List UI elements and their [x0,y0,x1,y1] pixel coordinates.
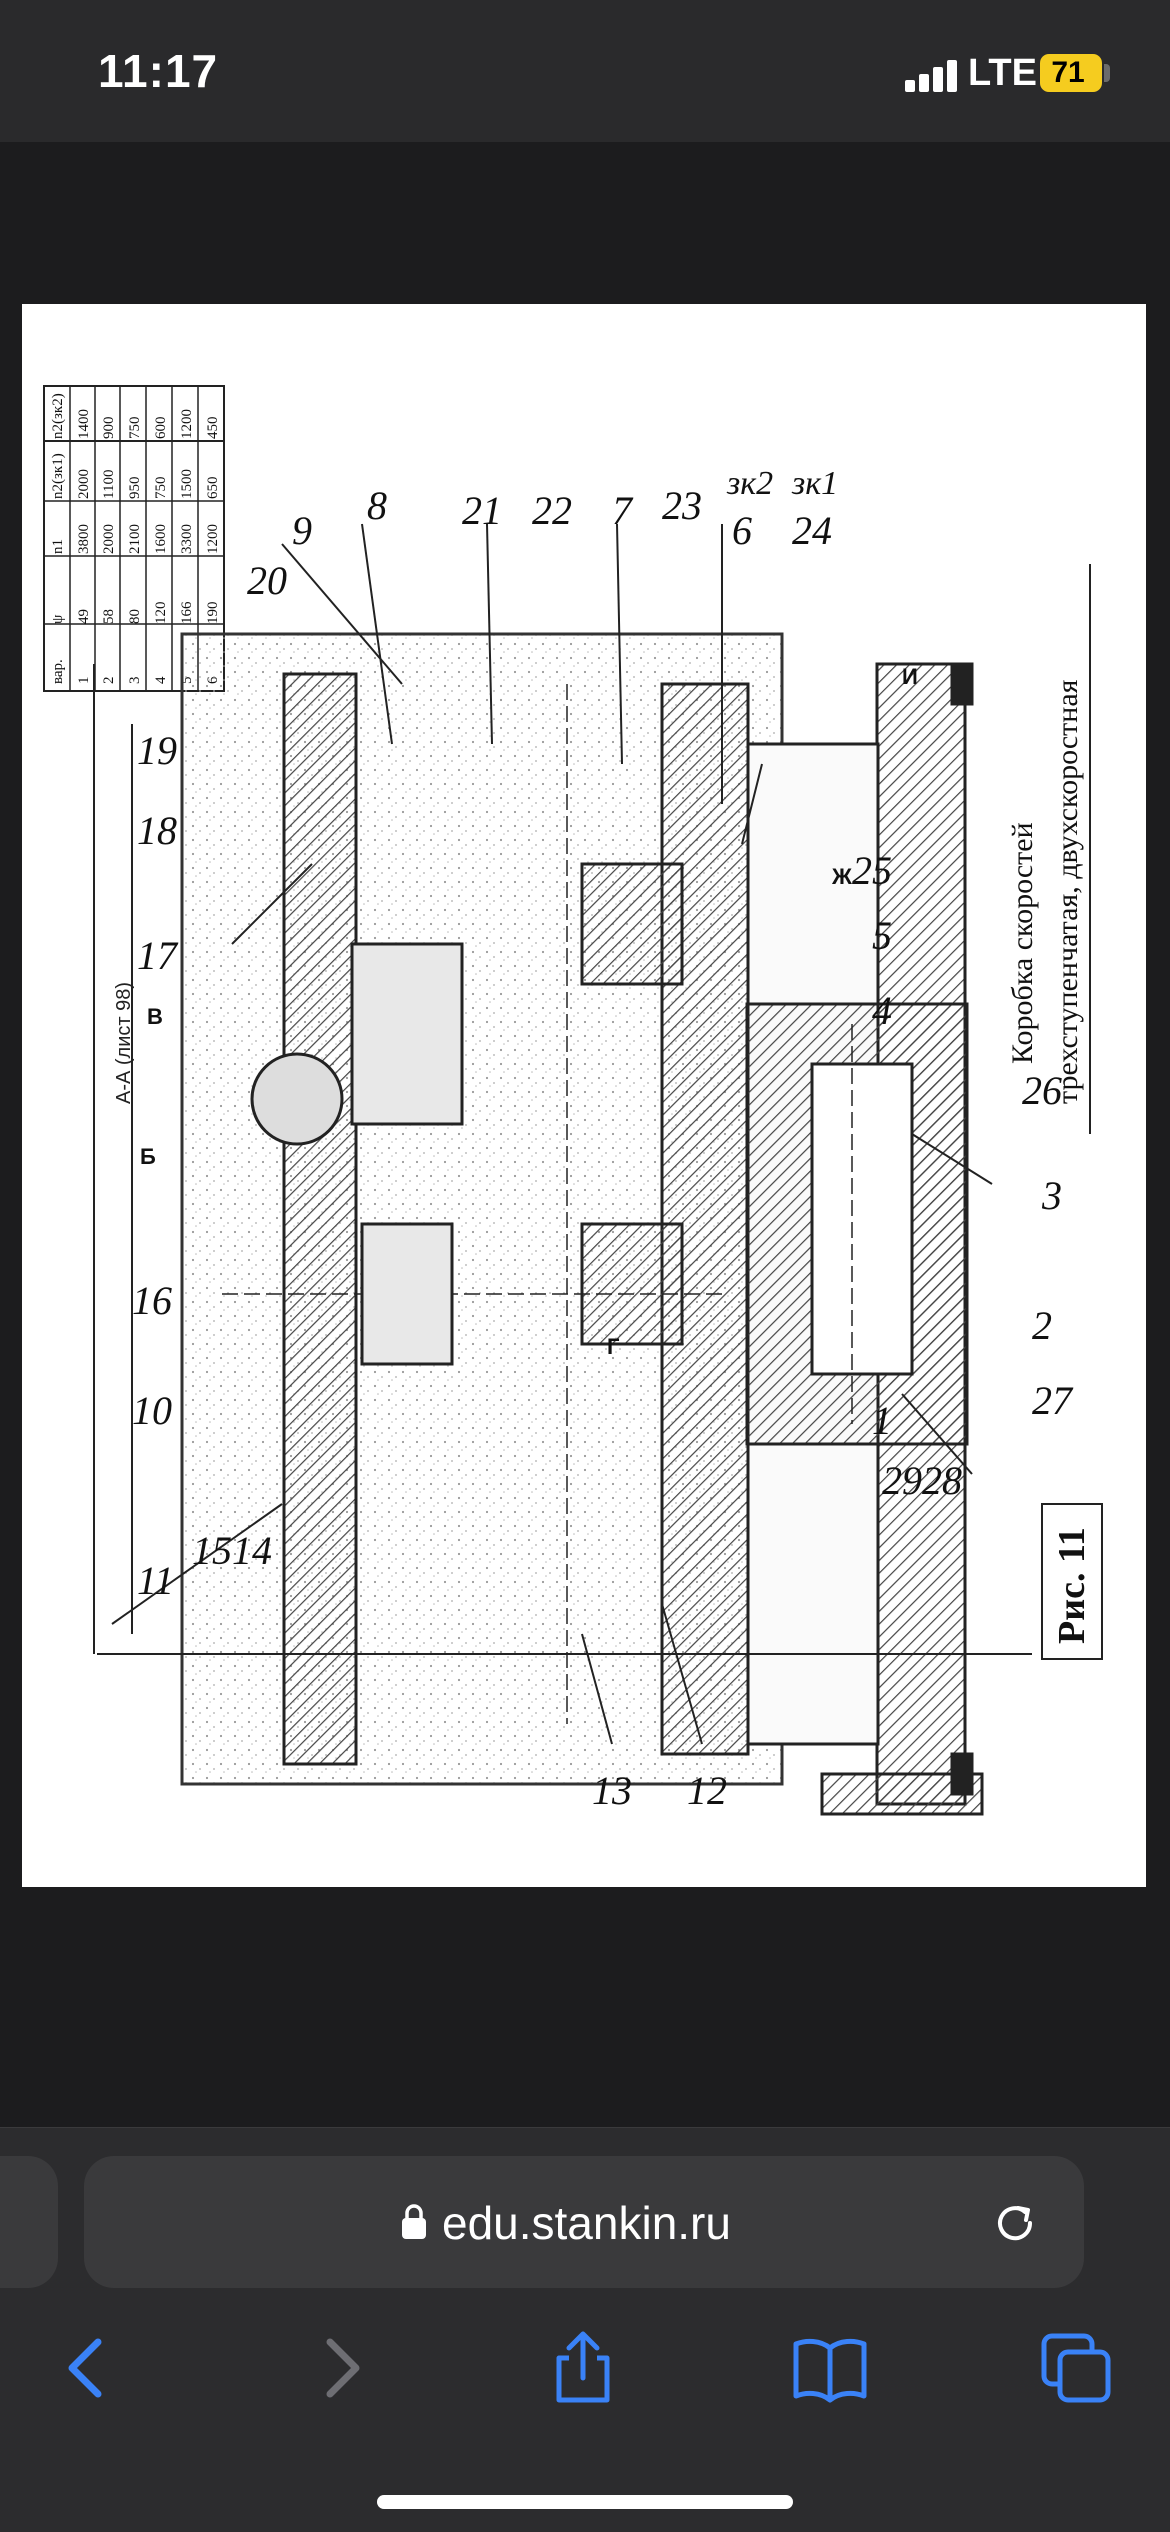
table-header-var: вар. [50,659,66,684]
previous-tab-pill[interactable] [0,2156,58,2288]
table-cell: 1600 [153,524,169,554]
table-cell: 950 [127,477,143,500]
section-mark-g: Г [607,1334,620,1359]
table-cell: 750 [127,417,143,440]
table-cell: 49 [76,609,92,624]
callout-29: 29 [882,1458,922,1503]
callout-24: 24 [792,508,832,553]
callout-14: 14 [232,1528,272,1573]
tabs-icon[interactable] [1036,2328,1116,2408]
section-mark-zh: Ж [831,864,852,889]
callout-27: 27 [1032,1378,1074,1423]
chevron-right-icon[interactable] [300,2328,380,2408]
figure-label: Рис. 11 [1051,1527,1093,1644]
status-time: 11:17 [98,45,219,97]
section-mark-v: В [147,1004,163,1029]
callout-10: 10 [132,1388,172,1433]
table-cell: 1 [76,677,92,685]
browser-toolbar [0,2306,1170,2456]
share-icon[interactable] [543,2328,623,2408]
table-cell: 2100 [127,524,143,554]
caption-line1: Коробка скоростей [1006,822,1039,1064]
table-header-n2zk1: n2(зк1) [50,453,66,499]
gearbox-housing [93,632,1032,1816]
table-cell: 3800 [76,524,92,554]
callout-17: 17 [137,933,179,978]
callout-6: 6 [732,508,752,553]
table-cell: 600 [153,417,169,440]
status-bar: 11:17 LTE 71 [0,0,1170,142]
table-header-psi: ψ [50,614,66,624]
section-mark-i: И [902,664,918,689]
callout-23: 23 [662,483,702,528]
parameters-table: вар. ψ n1 n2(зк1) n2(зк2) 1 49 3800 2000… [43,385,225,692]
table-cell: 120 [153,602,169,625]
table-cell: 450 [205,417,221,440]
table-cell: 1400 [76,409,92,439]
table-cell: 1200 [205,524,221,554]
chevron-left-icon[interactable] [48,2328,128,2408]
browser-bottom-bar: edu.stankin.ru [0,2127,1170,2532]
table-cell: 80 [127,609,143,624]
callout-7: 7 [612,488,634,533]
reload-icon[interactable] [990,2198,1040,2248]
caption-line2: трехступенчатая, двухскоростная [1051,679,1084,1104]
callout-16: 16 [132,1278,172,1323]
table-header-n2zk2: n2(зк2) [50,393,66,439]
table-cell: 900 [101,417,117,440]
callout-22: 22 [532,488,572,533]
table-cell: 3300 [179,524,195,554]
callout-25: 25 [852,848,892,893]
battery-level: 71 [1051,56,1085,89]
address-text: edu.stankin.ru [442,2197,731,2249]
callout-9: 9 [292,508,312,553]
lock-icon [402,2204,426,2239]
callout-2: 2 [1032,1303,1052,1348]
network-type: LTE [968,52,1037,94]
cellular-signal-icon [905,60,965,92]
table-cell: 750 [153,477,169,500]
callout-12: 12 [687,1768,727,1813]
document-page[interactable]: вар. ψ n1 n2(зк1) n2(зк2) 1 49 3800 2000… [22,304,1146,1887]
table-cell: 166 [179,601,195,624]
table-cell: 2000 [76,469,92,499]
callout-11: 11 [137,1558,174,1603]
callout-28: 28 [922,1458,962,1503]
table-cell: 1500 [179,469,195,499]
table-cell: 190 [205,602,221,625]
callout-15: 15 [192,1528,232,1573]
battery-tip [1104,64,1110,82]
section-label: А-А (лист 98) [113,982,135,1104]
table-cell: 3 [127,677,143,685]
table-cell: 1100 [101,470,117,499]
book-icon[interactable] [790,2328,870,2408]
callout-zk2: зк2 [726,465,773,502]
callout-26: 26 [1022,1068,1062,1113]
callout-3: 3 [1041,1173,1062,1218]
callout-4: 4 [872,988,892,1033]
document-viewport[interactable]: вар. ψ n1 n2(зк1) n2(зк2) 1 49 3800 2000… [0,142,1170,2127]
callout-zk1: зк1 [791,465,838,502]
home-indicator[interactable] [377,2495,793,2509]
callout-20: 20 [247,558,287,603]
callout-21: 21 [462,488,502,533]
callout-8: 8 [367,483,387,528]
table-header-n1: n1 [50,539,66,554]
table-cell: 2000 [101,524,117,554]
battery-icon: 71 [1040,54,1102,92]
callout-18: 18 [137,808,177,853]
section-mark-b: Б [140,1144,156,1169]
table-cell: 4 [153,676,169,684]
callout-leaders [111,523,993,1745]
gearbox-drawing: вар. ψ n1 n2(зк1) n2(зк2) 1 49 3800 2000… [43,385,1103,1816]
callout-5: 5 [872,913,892,958]
address-bar[interactable]: edu.stankin.ru [84,2156,1084,2288]
table-cell: 650 [205,477,221,500]
callout-1: 1 [872,1398,892,1443]
table-cell: 1200 [179,409,195,439]
callout-13: 13 [592,1768,632,1813]
table-cell: 58 [101,609,117,624]
table-cell: 2 [101,677,117,685]
callout-19: 19 [137,728,177,773]
